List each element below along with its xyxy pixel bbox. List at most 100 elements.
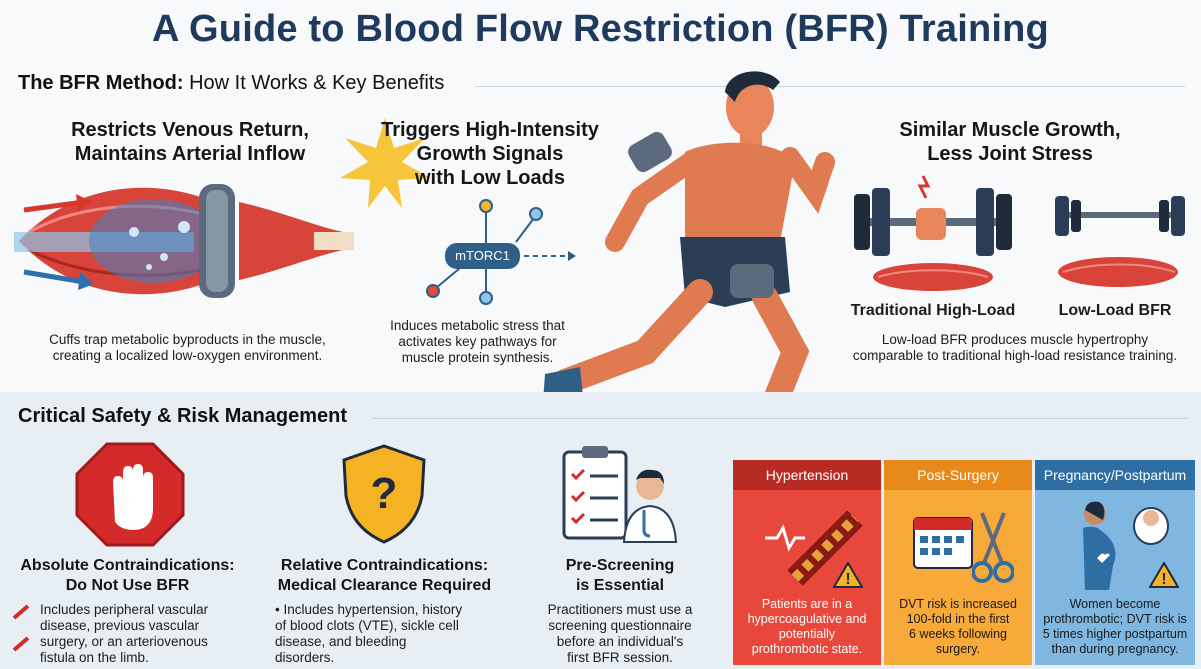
relative-text: • Includes hypertension, history of bloo… xyxy=(275,602,500,666)
risk-card-line: 5 times higher postpartum xyxy=(1042,627,1188,641)
relative-line3: disease, and bleeding xyxy=(275,634,407,649)
svg-text:!: ! xyxy=(1161,571,1166,588)
growth-desc: Low-load BFR produces muscle hypertrophy… xyxy=(840,332,1190,364)
absolute-heading-line1: Absolute Contraindications: xyxy=(20,557,235,574)
risk-card-body: ! Patients are in a hypercoagulative and… xyxy=(733,490,881,665)
venous-desc-line1: Cuffs trap metabolic byproducts in the m… xyxy=(49,332,326,347)
risk-card-body: DVT risk is increased 100-fold in the fi… xyxy=(884,490,1032,665)
prescreen-line2: screening questionnaire xyxy=(548,618,692,633)
vessel-bullet-icon xyxy=(12,636,30,652)
warning-icon: ! xyxy=(833,562,863,588)
method-section-heading: The BFR Method: How It Works & Key Benef… xyxy=(18,72,444,95)
pregnant-woman-icon xyxy=(1083,501,1116,590)
growth-desc-line1: Low-load BFR produces muscle hypertrophy xyxy=(881,332,1149,347)
risk-card-body: ! Women become prothrombotic; DVT risk i… xyxy=(1035,490,1195,665)
risk-card-text: Patients are in a hypercoagulative and p… xyxy=(739,597,875,657)
risk-card-line: DVT risk is increased xyxy=(899,597,1017,611)
venous-heading-line1: Restricts Venous Return, xyxy=(71,119,309,141)
risk-card-line: 6 weeks following xyxy=(909,627,1007,641)
relative-heading-line1: Relative Contraindications: xyxy=(280,557,489,574)
risk-card-line: Women become xyxy=(1069,597,1161,611)
signals-desc-line1: Induces metabolic stress that xyxy=(390,318,565,333)
venous-heading-line2: Maintains Arterial Inflow xyxy=(74,143,306,165)
barbell-icon xyxy=(854,175,1012,291)
risk-card-text: DVT risk is increased 100-fold in the fi… xyxy=(890,597,1026,657)
shield-question-icon: ? xyxy=(342,444,426,544)
risk-card-line: 100-fold in the first xyxy=(906,612,1010,626)
risk-card-title: Post-Surgery xyxy=(884,460,1032,490)
risk-card-line: Patients are in a xyxy=(761,597,853,611)
mtorc1-node: mTORC1 xyxy=(445,243,520,269)
risk-card-line: than during pregnancy. xyxy=(1051,642,1179,656)
warning-icon: ! xyxy=(1149,562,1179,588)
risk-card-title: Hypertension xyxy=(733,460,881,490)
mtorc1-network-icon xyxy=(426,199,576,305)
absolute-heading-line2: Do Not Use BFR xyxy=(65,577,190,594)
risk-card-pregnancy: Pregnancy/Postpartum ! Women become prot… xyxy=(1035,460,1195,665)
signals-heading-line2: Growth Signals xyxy=(416,143,564,165)
relative-heading: Relative Contraindications: Medical Clea… xyxy=(262,556,507,596)
lightning-icon xyxy=(917,175,931,199)
prescreen-line3: before an individual's xyxy=(556,634,684,649)
signals-heading-line1: Triggers High-Intensity xyxy=(381,119,599,141)
burst-icon xyxy=(340,118,430,208)
relative-heading-line2: Medical Clearance Required xyxy=(277,577,492,594)
page-title: A Guide to Blood Flow Restriction (BFR) … xyxy=(152,8,1049,50)
risk-card-title: Pregnancy/Postpartum xyxy=(1035,460,1195,490)
label-low-load: Low-Load BFR xyxy=(1058,302,1172,319)
prescreen-line4: first BFR session. xyxy=(567,650,673,665)
scissors-icon xyxy=(972,512,1014,583)
method-heading-rest: How It Works & Key Benefits xyxy=(189,72,445,94)
vessel-bullet-icon xyxy=(12,604,30,620)
absolute-bullet1-line1: Includes peripheral vascular xyxy=(40,602,209,617)
prescreen-heading-line2: is Essential xyxy=(575,577,665,594)
heart-pulse-icon xyxy=(765,510,863,586)
risk-card-line: prothrombotic; DVT risk is xyxy=(1043,612,1187,626)
absolute-bullet-1: Includes peripheral vascular disease, pr… xyxy=(40,602,250,634)
signals-desc-line2: activates key pathways for xyxy=(398,334,557,349)
absolute-heading: Absolute Contraindications: Do Not Use B… xyxy=(5,556,250,596)
signals-desc: Induces metabolic stress that activates … xyxy=(370,318,585,366)
absolute-bullet2-line2: fistula on the limb. xyxy=(40,650,149,665)
venous-desc-line2: creating a localized low-oxygen environm… xyxy=(52,348,323,363)
relative-line4: disorders. xyxy=(275,650,335,665)
prescreen-text: Practitioners must use a screening quest… xyxy=(520,602,720,666)
prescreen-heading-line1: Pre-Screening xyxy=(565,557,675,574)
svg-text:?: ? xyxy=(371,469,398,518)
venous-desc: Cuffs trap metabolic byproducts in the m… xyxy=(20,332,355,364)
risk-card-line: prothrombotic state. xyxy=(751,642,863,656)
stop-hand-icon xyxy=(75,442,185,547)
absolute-bullet1-line2: disease, previous vascular xyxy=(40,618,200,633)
absolute-bullet2-line1: surgery, or an arteriovenous xyxy=(40,634,208,649)
growth-desc-line2: comparable to traditional high-load resi… xyxy=(852,348,1178,363)
risk-card-line: potentially xyxy=(778,627,836,641)
risk-card-text: Women become prothrombotic; DVT risk is … xyxy=(1041,597,1189,657)
safety-divider xyxy=(372,418,1187,419)
prescreen-heading: Pre-Screening is Essential xyxy=(520,556,720,596)
risk-card-post-surgery: Post-Surgery DVT risk is increased 100-f… xyxy=(884,460,1032,665)
method-heading-bold: The BFR Method: xyxy=(18,72,184,94)
label-traditional: Traditional High-Load xyxy=(850,302,1016,319)
safety-heading: Critical Safety & Risk Management xyxy=(18,405,347,427)
risk-card-line: surgery. xyxy=(935,642,981,656)
signals-heading: Triggers High-Intensity Growth Signals w… xyxy=(355,118,625,190)
vessel-icon xyxy=(14,184,354,298)
absolute-bullet-2: surgery, or an arteriovenous fistula on … xyxy=(40,634,250,666)
signals-heading-line3: with Low Loads xyxy=(415,167,565,189)
signals-desc-line3: muscle protein synthesis. xyxy=(401,350,554,365)
venous-heading: Restricts Venous Return, Maintains Arter… xyxy=(30,118,350,166)
relative-line1: • Includes hypertension, history xyxy=(275,602,463,617)
method-divider xyxy=(475,86,1185,87)
growth-heading: Similar Muscle Growth, Less Joint Stress xyxy=(860,118,1160,166)
runner-illustration xyxy=(543,71,835,415)
dumbbell-icon xyxy=(1055,196,1185,287)
growth-heading-line2: Less Joint Stress xyxy=(927,143,1093,165)
growth-heading-line1: Similar Muscle Growth, xyxy=(899,119,1121,141)
baby-icon xyxy=(1133,507,1169,545)
clipboard-doctor-icon xyxy=(562,446,678,543)
risk-card-line: hypercoagulative and xyxy=(747,612,867,626)
relative-line2: of blood clots (VTE), sickle cell xyxy=(275,618,459,633)
svg-text:!: ! xyxy=(845,571,850,588)
calendar-icon xyxy=(913,517,973,569)
prescreen-line1: Practitioners must use a xyxy=(547,602,693,617)
